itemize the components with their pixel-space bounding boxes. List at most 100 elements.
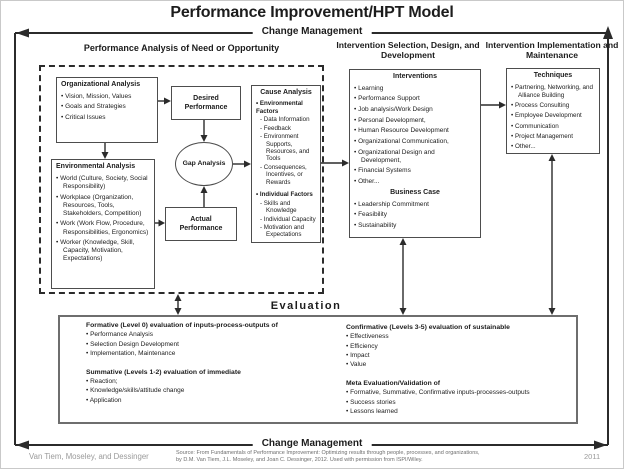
- list-item: • Lessons learned: [346, 407, 398, 415]
- confirmative-title: Confirmative (Levels 3-5) evaluation of …: [346, 324, 510, 331]
- intervention-implementation-header: Intervention Implementation and Maintena…: [485, 40, 619, 61]
- arrowhead-bottom-right: [594, 440, 607, 450]
- list-item: • Leadership Commitment: [354, 200, 429, 208]
- list-item: • Vision, Mission, Values: [61, 92, 132, 100]
- meta-evaluation-block: Meta Evaluation/Validation of • Formativ…: [346, 380, 571, 416]
- environmental-analysis-box: Environmental Analysis • World (Culture,…: [51, 159, 155, 289]
- arrowhead-cause-interventions: [342, 159, 349, 167]
- formative-block: Formative (Level 0) evaluation of inputs…: [86, 322, 321, 358]
- list-item: • Personal Development,: [354, 116, 426, 124]
- list-item: • Organizational Communication,: [354, 137, 449, 145]
- list-item: • Goals and Strategies: [61, 103, 126, 111]
- list-item: • Project Management: [511, 133, 574, 141]
- arrowhead-interventions-techniques: [499, 101, 506, 109]
- page-title: Performance Improvement/HPT Model: [170, 4, 454, 21]
- list-item: • Organizational Design and Development,: [354, 148, 435, 164]
- techniques-box: Techniques • Partnering, Networking, and…: [506, 68, 600, 154]
- evaluation-header: Evaluation: [256, 300, 356, 312]
- business-case-list: • Leadership Commitment • Feasibility • Su…: [354, 201, 476, 230]
- interventions-box: Interventions • Learning • Performance Su…: [349, 69, 481, 238]
- interventions-list: • Learning • Performance Support • Job ana…: [354, 85, 476, 186]
- arrowhead-bottom-left: [16, 440, 29, 450]
- list-item: • Sustainability: [354, 222, 397, 229]
- arrowhead-techniques-eval-down: [548, 308, 556, 315]
- environmental-analysis-title: Environmental Analysis: [56, 163, 136, 170]
- list-item: • World (Culture, Society, Social Respon…: [56, 174, 148, 190]
- environmental-factors-title: Environmental Factors: [256, 100, 316, 115]
- organizational-analysis-box: Organizational Analysis • Vision, Missio…: [56, 77, 158, 143]
- arrowhead-top-left: [16, 28, 29, 38]
- cause-analysis-box: Cause Analysis Environmental Factors - D…: [251, 85, 321, 243]
- list-item: • Process Consulting: [511, 101, 570, 109]
- arrowhead-analysis-eval-down: [174, 308, 182, 315]
- summative-title: Summative (Levels 1-2) evaluation of imm…: [86, 368, 241, 376]
- list-item: • Employee Development: [511, 112, 582, 120]
- list-item: • Selection Design Development: [86, 340, 179, 348]
- list-item: - Consequences, Incentives, or Rewards: [260, 163, 307, 186]
- list-item: - Individual Capacity: [260, 215, 316, 223]
- cause-analysis-title: Cause Analysis: [260, 89, 312, 96]
- list-item: • Partnering, Networking, and Alliance B…: [511, 83, 594, 99]
- performance-analysis-header: Performance Analysis of Need or Opportun…: [83, 43, 280, 53]
- list-item: • Learning: [354, 84, 384, 92]
- environmental-factors-list: - Data Information- Feedback- Environmen…: [256, 116, 316, 186]
- business-case-title: Business Case: [390, 189, 440, 196]
- list-item: • Critical Issues: [61, 114, 106, 121]
- list-item: - Data Information: [260, 116, 310, 124]
- list-item: • Success stories: [346, 398, 396, 406]
- confirmative-list: • Effectiveness• Efficiency• Impact• Val…: [346, 333, 571, 369]
- list-item: • Worker (Knowledge, Skill, Capacity, Mo…: [56, 239, 135, 263]
- list-item: • Performance Support: [354, 95, 420, 103]
- list-item: • Workplace (Organization, Resources, To…: [56, 193, 142, 217]
- footer-source-line1: Source: From Fundamentals of Performance…: [176, 450, 480, 456]
- arrowhead-top-right-up: [603, 26, 613, 39]
- meta-evaluation-list: • Formative, Summative, Confirmative inp…: [346, 389, 571, 415]
- techniques-title: Techniques: [533, 72, 573, 79]
- list-item: - Environment Supports, Resources, and T…: [260, 133, 310, 163]
- list-item: - Skills and Knowledge: [260, 199, 297, 215]
- list-item: • Implementation, Maintenance: [86, 349, 176, 357]
- organizational-analysis-list: • Vision, Mission, Values • Goals and Str…: [61, 93, 153, 122]
- evaluation-left-column: Formative (Level 0) evaluation of inputs…: [86, 322, 321, 416]
- actual-performance-box: Actual Performance: [165, 207, 237, 241]
- formative-list: • Performance Analysis• Selection Design…: [86, 331, 321, 357]
- footer-year: 2011: [584, 452, 601, 461]
- list-item: • Other...: [354, 177, 380, 185]
- list-item: • Communication: [511, 122, 559, 130]
- list-item: • Impact: [346, 351, 370, 359]
- techniques-list: • Partnering, Networking, and Alliance B…: [511, 84, 595, 152]
- list-item: • Financial Systems: [354, 167, 411, 175]
- performance-analysis-dashed-region: [39, 65, 324, 294]
- meta-evaluation-title: Meta Evaluation/Validation of: [346, 379, 441, 387]
- list-item: • Work (Work Flow, Procedure, Responsibi…: [56, 220, 149, 236]
- individual-factors-title: Individual Factors: [256, 191, 316, 198]
- list-item: - Motivation and Expectations: [260, 223, 305, 239]
- interventions-title: Interventions: [393, 73, 437, 80]
- formative-title: Formative (Level 0) evaluation of inputs…: [86, 322, 278, 329]
- arrowhead-analysis-up: [174, 294, 182, 301]
- summative-list: • Reaction;• Knowledge/skills/attitude c…: [86, 378, 321, 404]
- change-management-top-label: Change Management: [252, 26, 372, 37]
- list-item: • Value: [346, 360, 367, 368]
- evaluation-right-column: Confirmative (Levels 3-5) evaluation of …: [346, 324, 571, 427]
- arrowhead-interventions-eval-down: [399, 308, 407, 315]
- list-item: - Feedback: [260, 124, 291, 132]
- list-item: • Reaction;: [86, 378, 118, 386]
- list-item: • Job analysis/Work Design: [354, 106, 433, 113]
- change-management-bottom-label: Change Management: [252, 438, 372, 449]
- gap-analysis-ellipse: Gap Analysis: [175, 142, 233, 186]
- footer-source: Source: From Fundamentals of Performance…: [176, 450, 486, 464]
- list-item: • Human Resource Development: [354, 127, 449, 135]
- list-item: • Other...: [511, 143, 536, 151]
- organizational-analysis-title: Organizational Analysis: [61, 81, 141, 88]
- summative-block: Summative (Levels 1-2) evaluation of imm…: [86, 369, 321, 405]
- list-item: • Formative, Summative, Confirmative inp…: [346, 389, 530, 397]
- arrowhead-techniques-up: [548, 154, 556, 161]
- list-item: • Feasibility: [354, 211, 387, 219]
- list-item: • Efficiency: [346, 342, 378, 350]
- footer-source-line2: by D.M. Van Tiem, J.L. Moseley, and Joan…: [176, 457, 423, 464]
- list-item: • Performance Analysis: [86, 331, 153, 339]
- desired-performance-box: Desired Performance: [171, 86, 241, 120]
- list-item: • Effectiveness: [346, 333, 389, 341]
